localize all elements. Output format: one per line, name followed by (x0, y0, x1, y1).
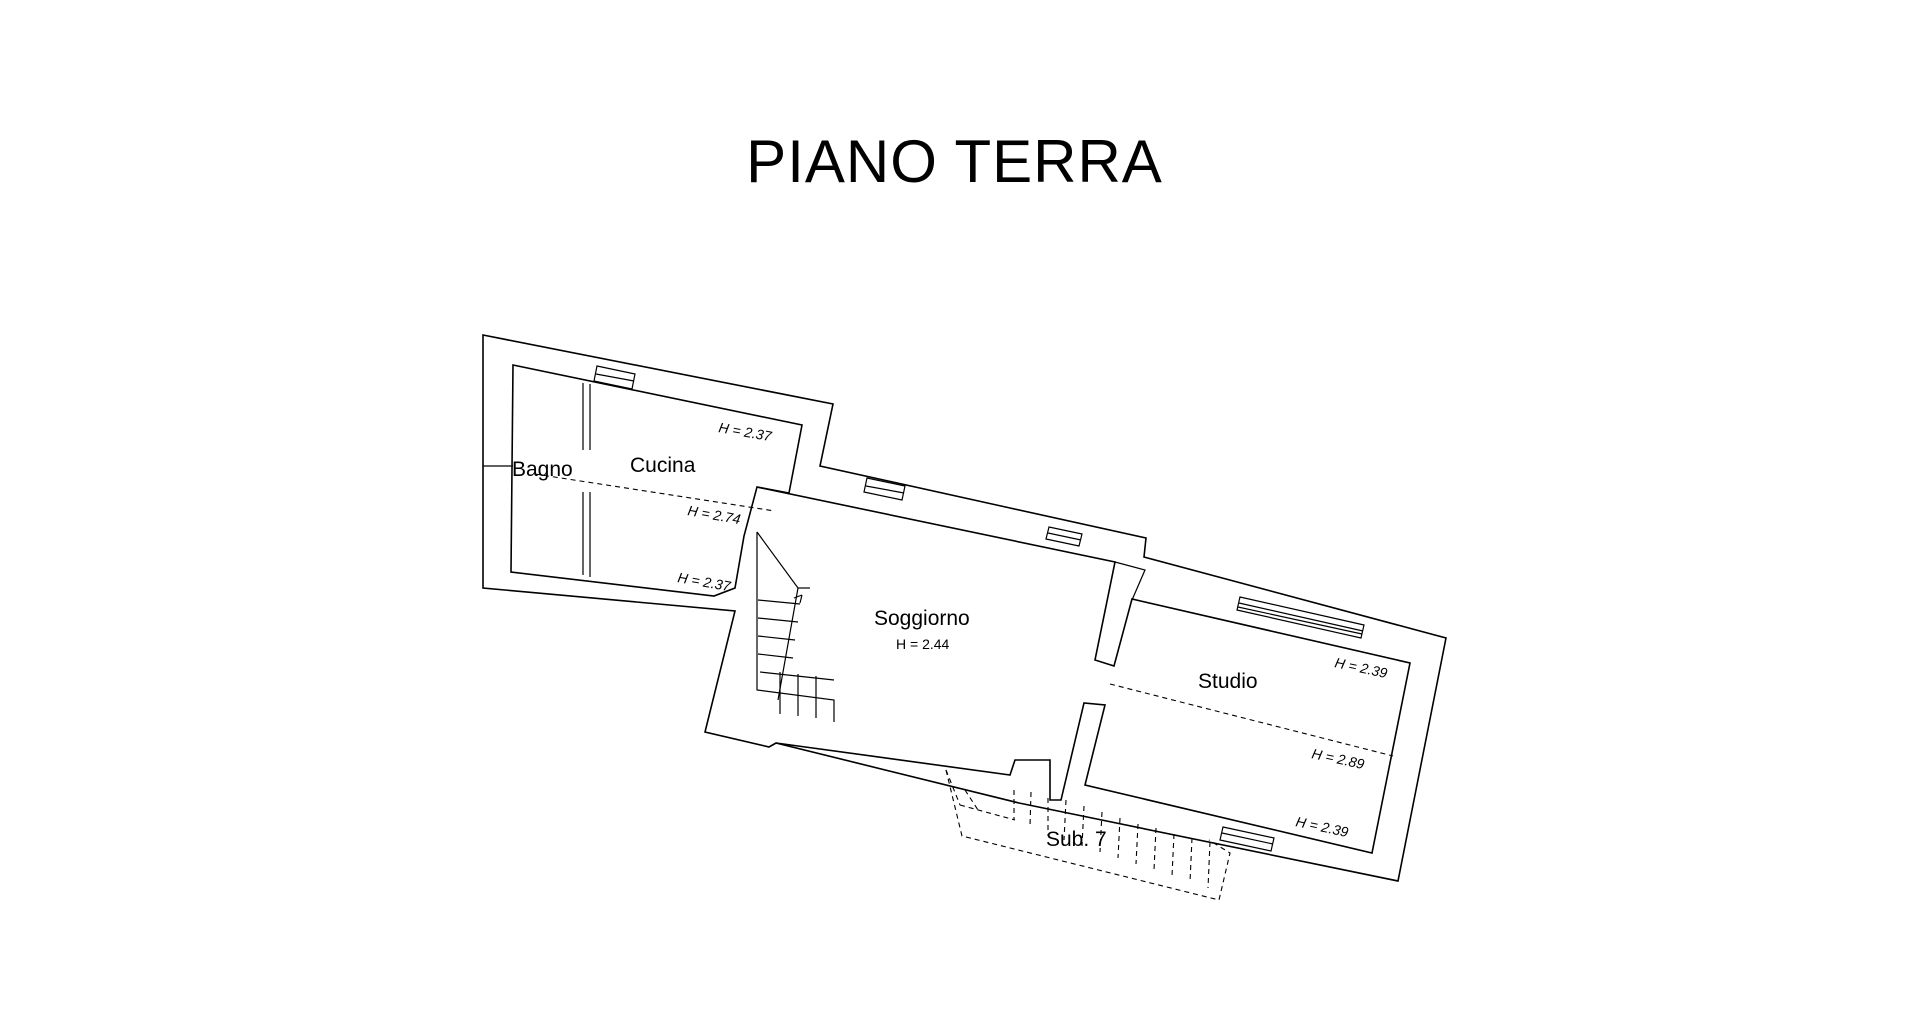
room-label-bagno: Bagno (512, 458, 573, 481)
height-cucina-mid: H = 2.74 (686, 502, 741, 527)
height-studio-top: H = 2.39 (1333, 654, 1389, 681)
room-label-studio: Studio (1198, 670, 1258, 693)
window-bagno (593, 365, 636, 390)
room-label-cucina: Cucina (630, 454, 696, 477)
room-label-sub: Sub. 7 (1046, 828, 1107, 851)
partition-bagno-cucina-upper (582, 383, 591, 450)
window-soggiorno-2 (1045, 526, 1083, 547)
slope-line-studio (1109, 683, 1394, 757)
floor-plan-title: PIANO TERRA (746, 128, 1163, 195)
room-label-soggiorno: Soggiorno (874, 607, 970, 630)
partition-bagno-cucina-lower (582, 492, 591, 577)
slope-line-cucina (534, 473, 776, 512)
staircase-external (945, 769, 1231, 901)
window-studio-bottom (1219, 826, 1275, 852)
window-soggiorno-1 (863, 477, 906, 501)
staircase-internal (756, 531, 835, 722)
inner-wall-bagno-cucina (510, 364, 803, 597)
inner-wall-soggiorno (756, 486, 1411, 854)
window-studio-top (1236, 596, 1365, 639)
height-cucina-bottom: H = 2.37 (676, 569, 732, 594)
wall-soggiorno-studio (1114, 561, 1146, 601)
height-cucina-top: H = 2.37 (717, 419, 773, 444)
height-studio-mid: H = 2.89 (1310, 745, 1366, 772)
outer-wall (482, 334, 1447, 882)
height-soggiorno: H = 2.44 (896, 636, 950, 652)
